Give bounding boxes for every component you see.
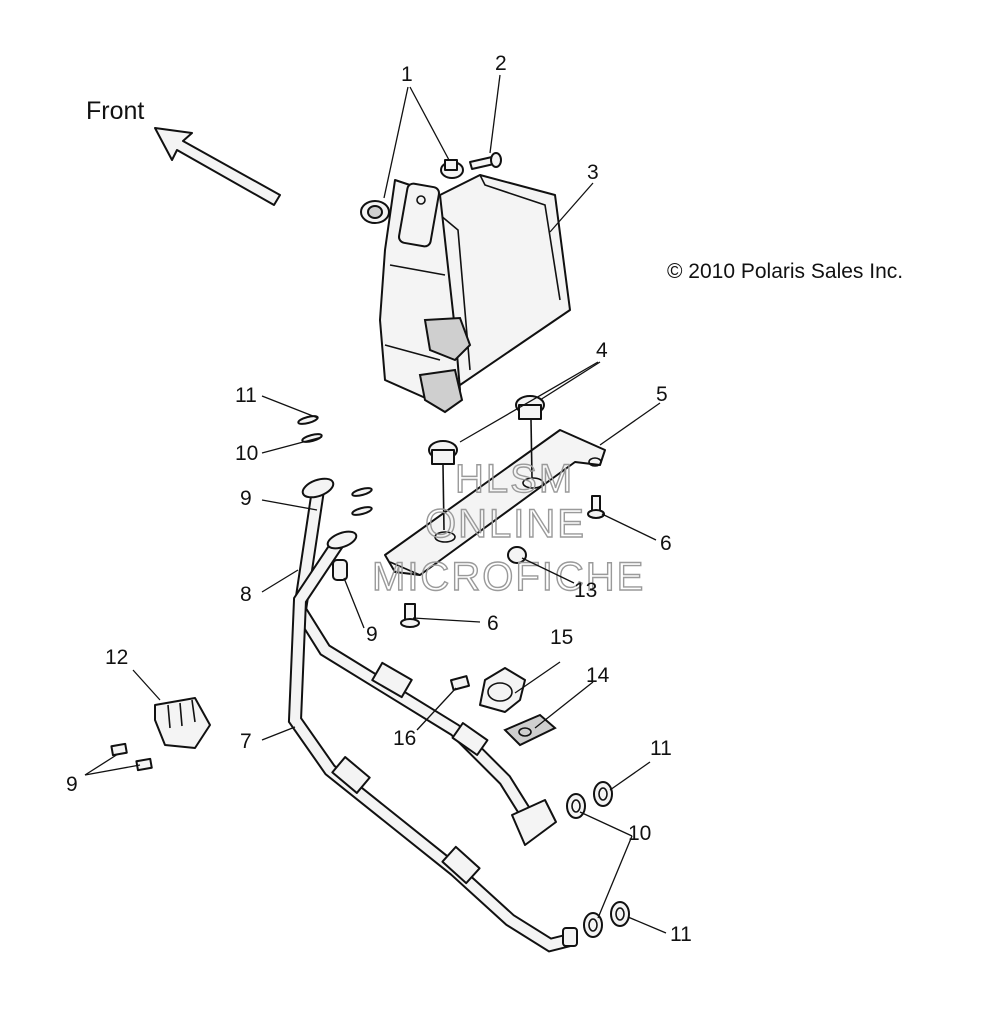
callout-8: 8 xyxy=(240,583,252,606)
callout-6-upper: 6 xyxy=(660,532,672,555)
callout-15: 15 xyxy=(550,626,573,649)
callout-5: 5 xyxy=(656,383,668,406)
callout-9-lower: 9 xyxy=(66,773,78,796)
bolt-6-lower xyxy=(400,603,420,628)
callout-14: 14 xyxy=(586,664,610,687)
front-direction-arrow xyxy=(154,127,281,206)
callout-16: 16 xyxy=(393,727,416,750)
leader-lines xyxy=(84,74,667,934)
callout-12: 12 xyxy=(105,646,128,669)
grommet-1 xyxy=(360,200,390,224)
bolt-6-upper xyxy=(587,495,605,519)
callout-11-middle: 11 xyxy=(650,737,672,760)
callout-11-upper: 11 xyxy=(235,384,257,407)
callout-9-middle: 9 xyxy=(366,623,378,646)
callout-10-lower: 10 xyxy=(628,822,651,845)
clip-bracket-12 xyxy=(154,697,211,749)
watermark-line3: MICROFICHE xyxy=(372,555,645,599)
mounting-bracket xyxy=(384,429,606,576)
callout-3: 3 xyxy=(587,161,599,184)
callout-10-upper: 10 xyxy=(235,442,258,465)
oil-line-lower xyxy=(287,530,578,953)
callout-9-upper: 9 xyxy=(240,487,252,510)
clamp-14 xyxy=(503,713,557,747)
callout-2: 2 xyxy=(495,52,507,75)
callout-11-lower: 11 xyxy=(670,923,692,946)
watermark-line1: HLSM xyxy=(455,457,574,501)
copyright-text: © 2010 Polaris Sales Inc. xyxy=(667,260,903,283)
oil-cooler xyxy=(379,174,571,414)
callout-1: 1 xyxy=(401,63,413,86)
callout-6-lower: 6 xyxy=(487,612,499,635)
callout-7: 7 xyxy=(240,730,252,753)
bolt-2 xyxy=(469,152,502,170)
clamp-15 xyxy=(479,667,526,713)
callout-13: 13 xyxy=(574,579,597,602)
watermark: HLSM ONLINE MICROFICHE xyxy=(371,456,645,599)
watermark-line2: ONLINE xyxy=(425,502,586,546)
nut-13 xyxy=(507,546,527,564)
callout-4: 4 xyxy=(596,339,608,362)
front-label: Front xyxy=(86,97,144,125)
washers-lower-fittings xyxy=(566,781,630,938)
rubber-mount-2 xyxy=(515,395,545,479)
bolt-16 xyxy=(449,675,471,691)
o-rings-upper xyxy=(297,415,373,516)
rubber-mount-1 xyxy=(428,440,458,531)
grommet-2 xyxy=(440,159,464,179)
